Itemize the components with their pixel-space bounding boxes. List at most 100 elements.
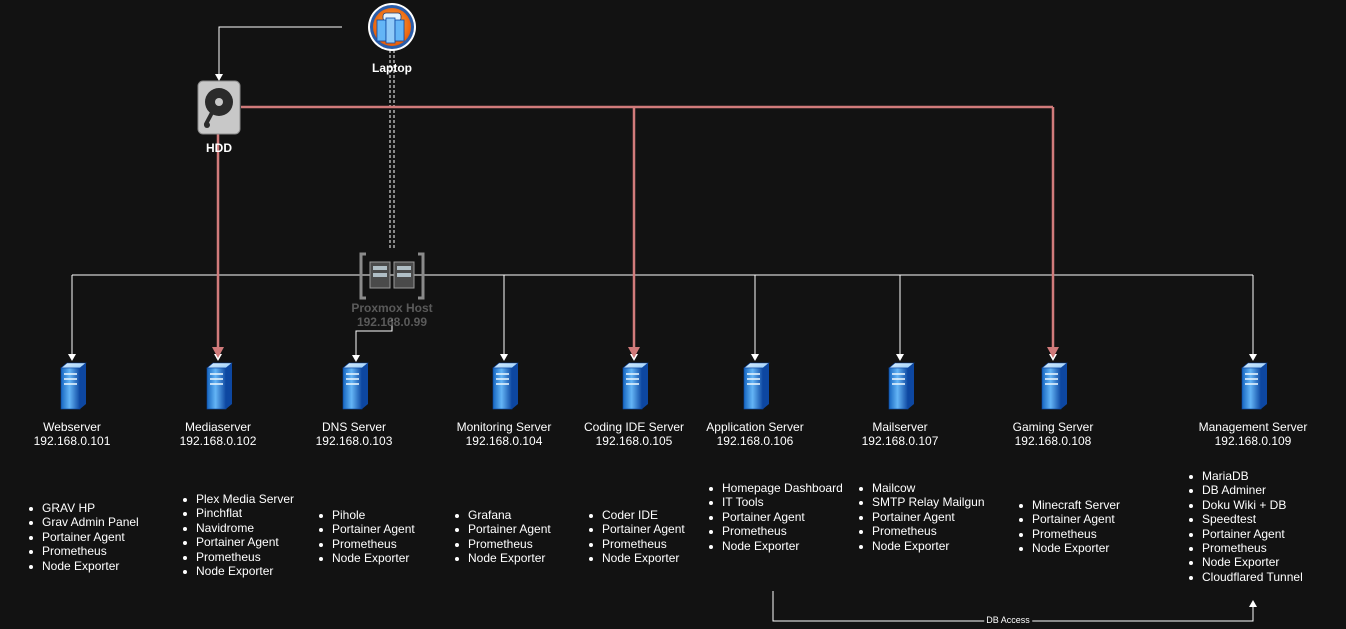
service-item: Speedtest (1186, 512, 1303, 526)
service-item: Portainer Agent (1016, 512, 1120, 526)
arrowhead (1249, 600, 1257, 607)
server-icon (888, 362, 915, 410)
service-item: IT Tools (706, 495, 843, 509)
service-item: DB Adminer (1186, 483, 1303, 497)
service-item: Pihole (316, 508, 415, 522)
server-icon (60, 362, 87, 410)
server-icon (1241, 362, 1268, 410)
service-item: Prometheus (452, 537, 551, 551)
arrowhead (352, 355, 360, 362)
server-icons (60, 362, 1268, 410)
server-icon (622, 362, 649, 410)
service-item: Portainer Agent (706, 510, 843, 524)
service-item: MariaDB (1186, 469, 1303, 483)
server-icon (206, 362, 233, 410)
server-ip: 192.168.0.104 (465, 434, 543, 448)
service-item: Grafana (452, 508, 551, 522)
server-ip: 192.168.0.107 (861, 434, 939, 448)
hdd-label: HDD (206, 141, 232, 155)
arrowhead (68, 354, 76, 361)
service-item: Node Exporter (452, 551, 551, 565)
service-item: Doku Wiki + DB (1186, 498, 1303, 512)
server-ip: 192.168.0.102 (179, 434, 257, 448)
service-item: Portainer Agent (180, 535, 294, 549)
server-name: Application Server (706, 420, 804, 434)
service-item: Mailcow (856, 481, 985, 495)
service-item: Prometheus (180, 550, 294, 564)
service-item: Node Exporter (1186, 555, 1303, 569)
service-item: Portainer Agent (856, 510, 985, 524)
service-item: Navidrome (180, 521, 294, 535)
service-item: Node Exporter (316, 551, 415, 565)
server-ip: 192.168.0.109 (1214, 434, 1292, 448)
server-name: Webserver (43, 420, 101, 434)
arrowhead (1249, 354, 1257, 361)
server-name: Gaming Server (1012, 420, 1094, 434)
server-icon (342, 362, 369, 410)
service-item: Pinchflat (180, 506, 294, 520)
host-dns-link (355, 318, 393, 357)
service-item: Portainer Agent (586, 522, 685, 536)
server-ip: 192.168.0.106 (716, 434, 794, 448)
laptop-icon (368, 3, 416, 51)
service-item: Node Exporter (706, 539, 843, 553)
arrowhead (751, 354, 759, 361)
server-rack-icon (359, 252, 425, 300)
service-item: Node Exporter (26, 559, 139, 573)
service-item: Homepage Dashboard (706, 481, 843, 495)
service-item: SMTP Relay Mailgun (856, 495, 985, 509)
server-ip: 192.168.0.101 (33, 434, 111, 448)
server-ip: 192.168.0.108 (1014, 434, 1092, 448)
arrowhead (1047, 347, 1059, 358)
service-item: Prometheus (586, 537, 685, 551)
service-item: Prometheus (1186, 541, 1303, 555)
server-name: Mediaserver (184, 420, 252, 434)
service-item: Minecraft Server (1016, 498, 1120, 512)
service-item: Node Exporter (586, 551, 685, 565)
service-item: Grav Admin Panel (26, 515, 139, 529)
server-icon (743, 362, 770, 410)
arrowhead (500, 354, 508, 361)
service-item: Cloudflared Tunnel (1186, 570, 1303, 584)
service-item: Portainer Agent (1186, 527, 1303, 541)
hard-drive-icon (197, 80, 241, 135)
server-icon (492, 362, 519, 410)
server-name: Coding IDE Server (583, 420, 685, 434)
service-item: GRAV HP (26, 501, 139, 515)
laptop-hdd-link (218, 26, 342, 76)
server-name: Mailserver (872, 420, 928, 434)
service-item: Portainer Agent (26, 530, 139, 544)
server-name: Monitoring Server (456, 420, 552, 434)
service-item: Plex Media Server (180, 492, 294, 506)
service-item: Prometheus (1016, 527, 1120, 541)
server-name: Management Server (1198, 420, 1308, 434)
service-item: Node Exporter (1016, 541, 1120, 555)
server-icon (1041, 362, 1068, 410)
arrowhead (628, 347, 640, 358)
proxmox-host-label: Proxmox Host 192.168.0.99 (351, 301, 432, 329)
service-item: Node Exporter (180, 564, 294, 578)
server-ip: 192.168.0.103 (315, 434, 393, 448)
service-item: Node Exporter (856, 539, 985, 553)
service-item: Prometheus (706, 524, 843, 538)
service-item: Prometheus (856, 524, 985, 538)
server-name: DNS Server (321, 420, 386, 434)
service-item: Coder IDE (586, 508, 685, 522)
